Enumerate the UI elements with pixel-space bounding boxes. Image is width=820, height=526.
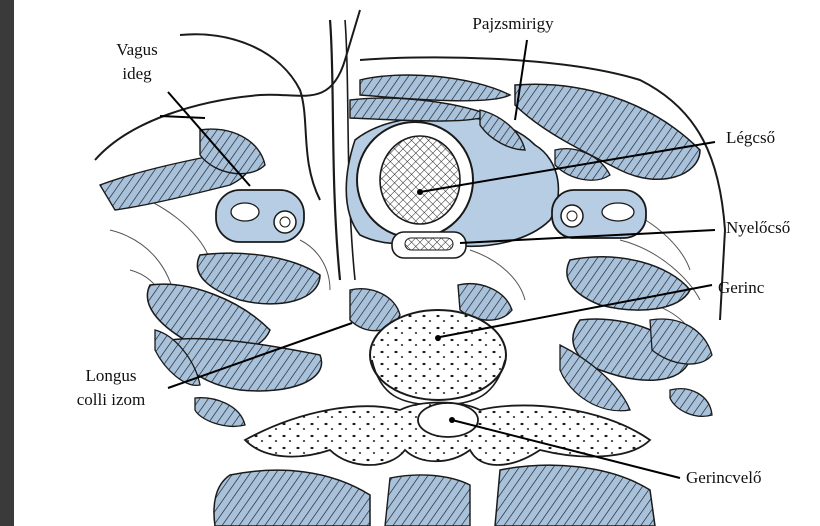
label-pajzsmirigy: Pajzsmirigy: [448, 14, 578, 34]
left-photo-edge: [0, 0, 14, 526]
trachea-lumen: [380, 136, 460, 224]
label-vagus-line1: Vagus: [92, 40, 182, 60]
label-legcso: Légcső: [726, 128, 775, 148]
vertebral-body: [370, 310, 506, 400]
leader-vagus-2: [160, 116, 205, 118]
label-vagus-line2: ideg: [92, 64, 182, 84]
label-gerinc: Gerinc: [718, 278, 764, 298]
label-longus-line2: colli izom: [56, 390, 166, 410]
spinal-cord: [418, 403, 478, 437]
left-carotid-sheath: [216, 190, 304, 242]
label-longus-line1: Longus: [56, 366, 166, 386]
label-gerincvelo: Gerincvelő: [686, 468, 762, 488]
label-nyelocso: Nyelőcső: [726, 218, 790, 238]
posterior-muscles: [214, 465, 655, 526]
right-carotid-sheath: [552, 190, 646, 238]
